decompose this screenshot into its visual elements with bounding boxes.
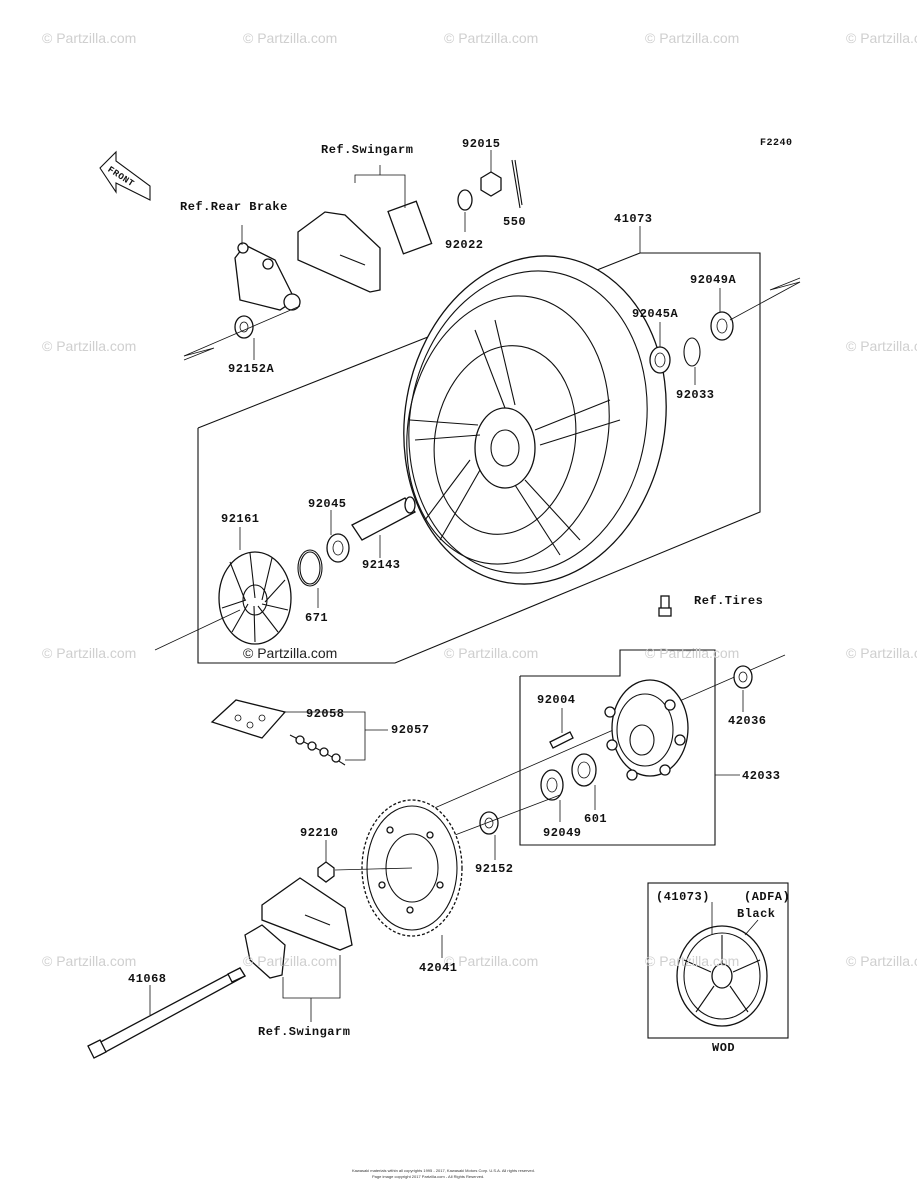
circlip-92033 [683, 337, 701, 367]
part-label-92045A: 92045A [632, 307, 679, 321]
part-label-92045: 92045 [308, 497, 347, 511]
ref-swingarm-top: Ref.Swingarm [321, 143, 414, 157]
part-label-42033: 42033 [742, 769, 781, 783]
part-label-92210: 92210 [300, 826, 339, 840]
watermark: © Partzilla.com [444, 645, 539, 661]
chain-92057 [289, 734, 346, 766]
inset-caption: WOD [712, 1041, 736, 1055]
ref-tires: Ref.Tires [694, 594, 764, 608]
footer-copyright: Kawasaki materials within all copyrights… [352, 1168, 535, 1173]
part-label-92152A: 92152A [228, 362, 275, 376]
watermark: © Partzilla.com [846, 338, 917, 354]
watermark: © Partzilla.com [42, 645, 137, 661]
swingarm-bracket-top [297, 200, 433, 293]
part-label-92058: 92058 [306, 707, 345, 721]
color-variant-inset [647, 882, 789, 1039]
watermark: © Partzilla.com [42, 338, 137, 354]
front-arrow-icon [99, 150, 151, 201]
part-label-92022: 92022 [445, 238, 484, 252]
part-label-92049A: 92049A [690, 273, 737, 287]
part-label-92057: 92057 [391, 723, 430, 737]
nut-92015 [480, 171, 502, 197]
collar-92152 [479, 811, 499, 835]
o-ring-671 [297, 549, 323, 587]
footer-copyright-2: Page image copyright 2017 Partzilla.com … [372, 1174, 485, 1179]
part-label-92161: 92161 [221, 512, 260, 526]
part-label-42036: 42036 [728, 714, 767, 728]
part-label-92033: 92033 [676, 388, 715, 402]
chain-link-92058 [210, 699, 287, 739]
watermark: © Partzilla.com [645, 30, 740, 46]
watermark: © Partzilla.com [243, 30, 338, 46]
inset-color-label: Black [737, 907, 776, 921]
bearing-601 [571, 753, 597, 787]
part-label-601: 601 [584, 812, 608, 826]
axle-41068 [87, 967, 246, 1059]
stud-92004 [549, 731, 574, 749]
watermark: © Partzilla.com [645, 953, 740, 969]
part-label-92049: 92049 [543, 826, 582, 840]
part-label-671: 671 [305, 611, 329, 625]
watermark: © Partzilla.com [444, 30, 539, 46]
tire-valve [658, 595, 672, 617]
hub-group-outline [519, 649, 716, 846]
part-label-92004: 92004 [537, 693, 576, 707]
coupling-42033 [604, 679, 689, 781]
watermark: © Partzilla.com [42, 30, 137, 46]
nut-92210 [317, 861, 335, 883]
ref-swingarm-bottom: Ref.Swingarm [258, 1025, 351, 1039]
part-label-41068: 41068 [128, 972, 167, 986]
bearing-92045A [649, 346, 671, 374]
part-label-41073: 41073 [614, 212, 653, 226]
part-label-92152: 92152 [475, 862, 514, 876]
watermark: © Partzilla.com [846, 645, 917, 661]
washer-92022 [457, 189, 473, 211]
damper-92161 [218, 551, 292, 645]
seal-92049 [540, 769, 564, 801]
inset-code-label: (ADFA) [744, 890, 791, 904]
watermark: © Partzilla.com [846, 953, 917, 969]
ref-rear-brake: Ref.Rear Brake [180, 200, 288, 214]
seal-92049A [710, 311, 734, 341]
cotter-pin-550 [511, 159, 523, 209]
watermark: © Partzilla.com [444, 953, 539, 969]
part-label-92143: 92143 [362, 558, 401, 572]
watermark: © Partzilla.com [42, 953, 137, 969]
watermark-main: © Partzilla.com [243, 645, 338, 661]
wheel-rim [403, 255, 667, 585]
inset-part-label: (41073) [656, 890, 710, 904]
rear-brake-bracket [234, 242, 301, 311]
watermark: © Partzilla.com [645, 645, 740, 661]
watermark: © Partzilla.com [243, 953, 338, 969]
part-label-92015: 92015 [462, 137, 501, 151]
drawing-code: F2240 [760, 138, 793, 149]
part-label-550: 550 [503, 215, 527, 229]
swingarm-bracket-bottom [244, 877, 353, 979]
collar-42036 [733, 665, 753, 689]
bearing-92045 [326, 533, 350, 563]
part-label-42041: 42041 [419, 961, 458, 975]
watermark: © Partzilla.com [846, 30, 917, 46]
spacer-tube-92143 [351, 496, 416, 541]
